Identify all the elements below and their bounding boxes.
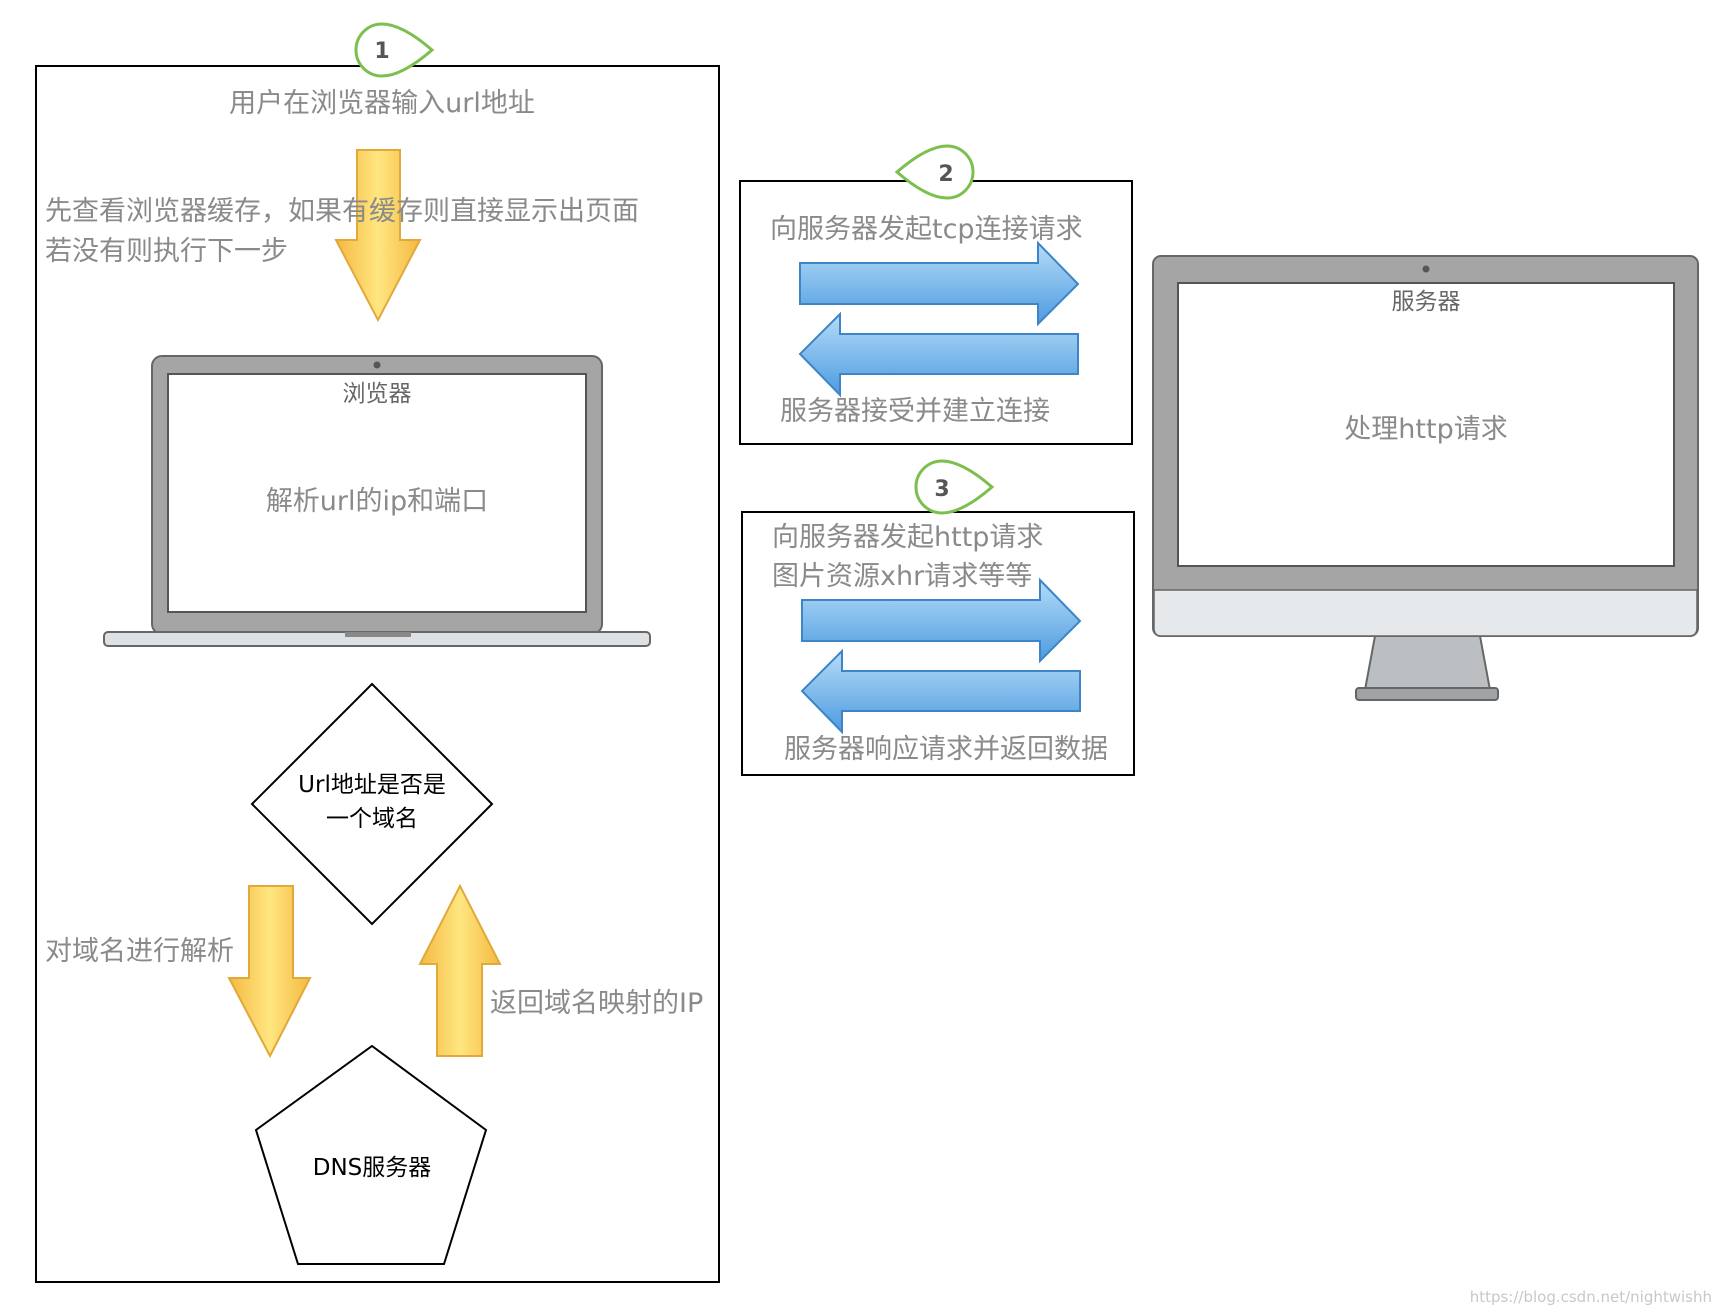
tcp-request-right-arrow [799, 240, 1080, 327]
step2-number: 2 [938, 162, 953, 187]
tcp-response-left-arrow [798, 311, 1079, 398]
laptop-camera-icon [373, 361, 381, 369]
tcp-response-label: 服务器接受并建立连接 [780, 396, 1050, 427]
step3-number: 3 [934, 477, 949, 502]
tcp-request-label: 向服务器发起tcp连接请求 [770, 214, 1083, 245]
step1-number: 1 [374, 39, 389, 64]
laptop-content: 解析url的ip和端口 [266, 486, 488, 517]
return-ip-up-arrow [418, 883, 502, 1057]
dns-label: DNS服务器 [313, 1155, 432, 1181]
server-camera-icon [1422, 265, 1430, 273]
http-response-left-arrow [800, 648, 1081, 735]
step1-badge: 1 [354, 22, 435, 78]
http-request-line1: 向服务器发起http请求 [772, 522, 1043, 553]
user-input-text: 用户在浏览器输入url地址 [229, 88, 535, 119]
step2-badge: 2 [894, 144, 975, 200]
watermark: https://blog.csdn.net/nightwishh [1470, 1288, 1712, 1306]
cache-check-line1: 先查看浏览器缓存，如果有缓存则直接显示出页面 [45, 196, 639, 227]
http-request-right-arrow [801, 577, 1082, 664]
decision-diamond [250, 682, 494, 926]
laptop-browser-illustration [103, 355, 651, 647]
http-request-line2: 图片资源xhr请求等等 [772, 561, 1032, 592]
resolve-down-arrow [227, 885, 312, 1059]
cache-check-line2: 若没有则执行下一步 [45, 236, 288, 267]
server-monitor-illustration [1152, 255, 1699, 701]
decision-line2: 一个域名 [326, 806, 418, 832]
decision-line1: Url地址是否是 [298, 772, 446, 798]
step3-badge: 3 [914, 459, 995, 515]
resolve-label: 对域名进行解析 [45, 936, 234, 967]
laptop-title: 浏览器 [343, 381, 412, 407]
server-title: 服务器 [1392, 289, 1461, 315]
return-ip-label: 返回域名映射的IP [490, 988, 703, 1019]
server-content: 处理http请求 [1344, 414, 1507, 445]
cache-check-down-arrow [334, 149, 422, 323]
http-response-label: 服务器响应请求并返回数据 [784, 734, 1108, 765]
dns-server-pentagon [254, 1044, 488, 1265]
